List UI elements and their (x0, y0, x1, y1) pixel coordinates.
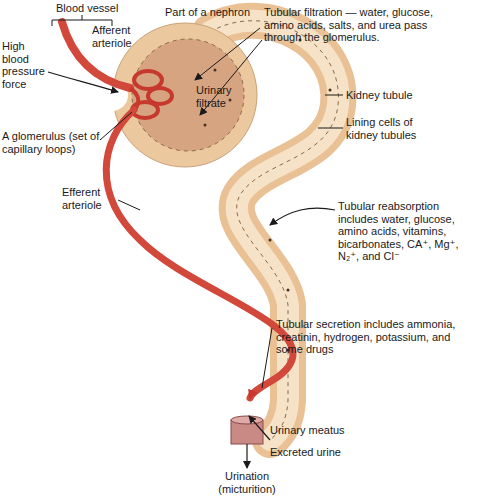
pressure-arrow (48, 72, 118, 92)
reabsorption-arrow (270, 208, 335, 225)
part-name: Blood vessel (56, 2, 136, 15)
part-name: Lining cells of kidney tubules (346, 116, 446, 141)
leader-line (325, 95, 343, 96)
leader-line (100, 112, 132, 140)
process-note: Urination (micturition) (195, 470, 299, 495)
urine-arrow (249, 416, 270, 440)
part-name: High blood pressure force (2, 40, 52, 90)
part-name: Urinary meatus (270, 424, 390, 437)
leader-line (262, 328, 272, 388)
part-name: Excreted urine (270, 446, 390, 459)
process-note: Tubular secretion includes ammonia, crea… (276, 318, 466, 356)
leader-line (318, 128, 343, 129)
bowman-capsule (113, 23, 257, 167)
process-note: Tubular reabsorption includes water, glu… (338, 200, 478, 263)
part-name: Efferent arteriole (62, 186, 122, 211)
part-name: Afferent arteriole (92, 24, 152, 49)
leader-line (118, 200, 140, 210)
process-note: Tubular filtration — water, glucose, ami… (264, 6, 464, 44)
urine-arrow (246, 444, 247, 468)
bracket-tick (82, 15, 83, 20)
meatus-top (231, 416, 263, 424)
part-name: Urinary filtrate (196, 84, 246, 109)
part-name: Part of a nephron (165, 6, 265, 19)
part-name: A glomerulus (set of capillary loops) (2, 130, 102, 155)
part-name: Kidney tubule (346, 89, 446, 102)
efferent-arteriole (106, 110, 293, 398)
